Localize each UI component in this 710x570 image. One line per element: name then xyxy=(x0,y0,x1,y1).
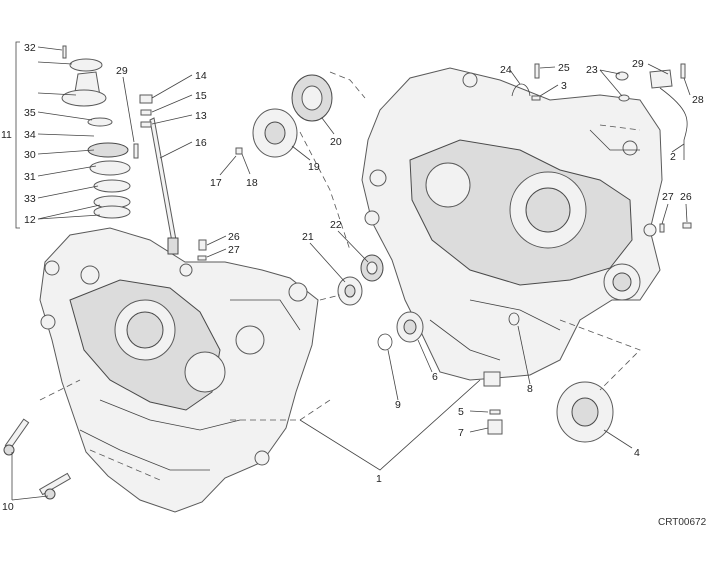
callout-24: 24 xyxy=(500,64,512,76)
callout-26: 26 xyxy=(228,231,240,243)
callout-18: 18 xyxy=(246,177,258,189)
bearing-4 xyxy=(556,381,614,443)
callout-29: 29 xyxy=(116,65,128,77)
callout-9: 9 xyxy=(395,399,401,411)
callout-26b: 26 xyxy=(680,191,692,203)
small-hardware xyxy=(3,45,692,500)
callout-33: 33 xyxy=(24,193,36,205)
bearing-6 xyxy=(396,311,424,343)
callout-14: 14 xyxy=(195,70,207,82)
callout-8: 8 xyxy=(527,383,533,395)
callout-16: 16 xyxy=(195,137,207,149)
callout-21: 21 xyxy=(302,231,314,243)
callout-17: 17 xyxy=(210,177,222,189)
callout-22: 22 xyxy=(330,219,342,231)
callout-27: 27 xyxy=(228,244,240,256)
group-bracket-11 xyxy=(15,41,20,229)
callout-1: 1 xyxy=(376,473,382,485)
callout-25: 25 xyxy=(558,62,570,74)
bearing-20 xyxy=(291,74,333,122)
oil-cap-assembly xyxy=(61,58,131,219)
bearing-21 xyxy=(337,276,363,306)
leader-lines xyxy=(11,46,691,501)
callout-32: 32 xyxy=(24,42,36,54)
callout-23: 23 xyxy=(586,64,598,76)
callout-29b: 29 xyxy=(632,58,644,70)
callout-4: 4 xyxy=(634,447,640,459)
callout-19: 19 xyxy=(308,161,320,173)
callout-13: 13 xyxy=(195,110,207,122)
callout-12: 12 xyxy=(24,214,36,226)
callout-11: 11 xyxy=(1,129,12,141)
circlip-9 xyxy=(377,333,393,351)
callout-35: 35 xyxy=(24,107,36,119)
callout-15: 15 xyxy=(195,90,207,102)
callout-6: 6 xyxy=(432,371,438,383)
right-crankcase-half xyxy=(361,67,663,387)
dipstick-16 xyxy=(149,117,179,255)
callout-labels: 32 29 14 15 13 16 35 34 11 30 31 33 12 1… xyxy=(1,42,707,528)
bearing-19 xyxy=(252,108,298,158)
callout-31: 31 xyxy=(24,171,36,183)
callout-7: 7 xyxy=(458,427,464,439)
callout-30: 30 xyxy=(24,149,36,161)
seal-22 xyxy=(360,254,384,282)
callout-2: 2 xyxy=(670,151,676,163)
callout-27b: 27 xyxy=(662,191,674,203)
callout-34: 34 xyxy=(24,129,36,141)
callout-10: 10 xyxy=(2,501,14,513)
left-crankcase-half xyxy=(39,227,319,513)
callout-20: 20 xyxy=(330,136,342,148)
drawing-code: CRT00672 xyxy=(658,517,707,528)
callout-3: 3 xyxy=(561,80,567,92)
callout-28: 28 xyxy=(692,94,704,106)
callout-5: 5 xyxy=(458,406,464,418)
